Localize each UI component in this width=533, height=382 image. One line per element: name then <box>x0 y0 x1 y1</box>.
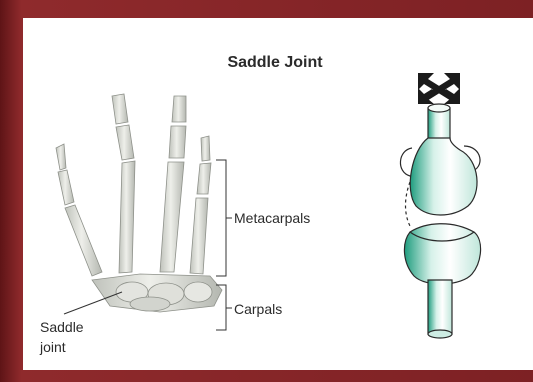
upper-bone-shaft <box>428 108 450 140</box>
label-saddle-joint-line1: Saddle <box>40 319 84 335</box>
upper-bone-top <box>428 104 450 112</box>
lower-bone-shaft <box>428 280 452 334</box>
carpal-bones <box>92 274 222 312</box>
cross-arrows-icon <box>418 73 460 104</box>
little-finger-bones <box>56 144 102 276</box>
label-carpals: Carpals <box>234 301 282 317</box>
saddle-joint-model <box>400 104 480 338</box>
label-saddle-joint-line2: joint <box>39 339 66 355</box>
hidden-edge-left <box>406 182 411 226</box>
ring-finger-bones <box>112 94 135 273</box>
lower-bone-end <box>428 330 452 338</box>
metacarpals-bracket <box>216 160 232 276</box>
index-finger-bones <box>190 136 211 274</box>
lower-saddle-surface <box>404 224 480 284</box>
label-metacarpals: Metacarpals <box>234 210 310 226</box>
diagram-title: Saddle Joint <box>227 54 323 71</box>
hand-skeleton <box>56 94 222 312</box>
middle-finger-bones <box>160 96 186 272</box>
